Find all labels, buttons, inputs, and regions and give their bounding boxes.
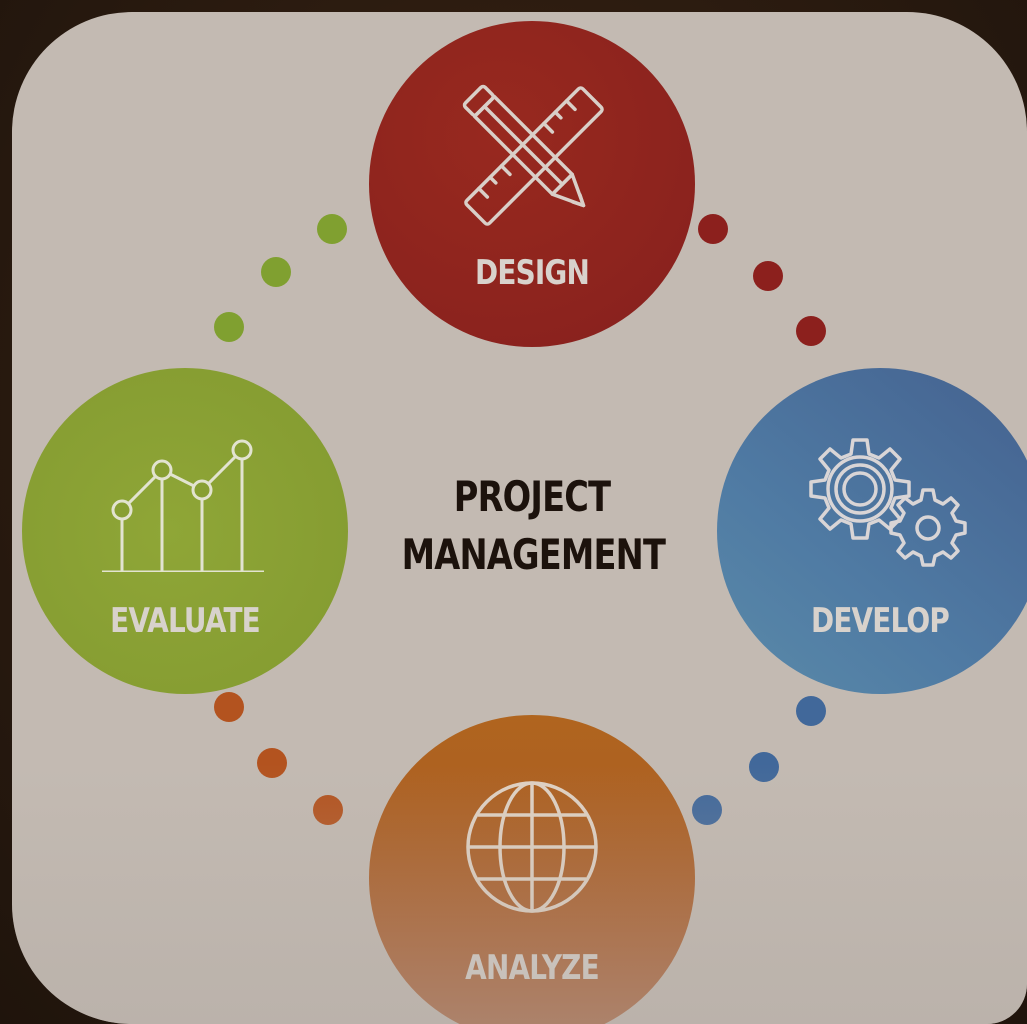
connector-dot [214, 312, 244, 342]
connector-dot [698, 214, 728, 244]
stage-evaluate-label: EVALUATE [110, 601, 261, 641]
stage-analyze-label: ANALYZE [465, 948, 599, 988]
connector-dot [753, 261, 783, 291]
stage-design: DESIGN [369, 21, 695, 347]
connector-dot [796, 316, 826, 346]
stage-evaluate: EVALUATE [22, 368, 348, 694]
connector-dot [214, 692, 244, 722]
line-chart-icon [102, 439, 264, 572]
stage-design-label: DESIGN [475, 253, 590, 293]
connector-dot [749, 752, 779, 782]
connector-dot [692, 795, 722, 825]
stage-develop-label: DEVELOP [811, 601, 950, 641]
center-title-line-2: MANAGEMENT [401, 530, 666, 579]
connector-dot [257, 748, 287, 778]
globe-icon [466, 781, 598, 913]
center-title-line-1: PROJECT [453, 472, 611, 521]
center-title: PROJECT MANAGEMENT [369, 468, 695, 584]
connector-dot [796, 696, 826, 726]
stage-analyze: ANALYZE [369, 715, 695, 1024]
diagram-card: DESIGN DEVELOP [12, 12, 1027, 1024]
connector-dot [313, 795, 343, 825]
pencil-ruler-icon [462, 84, 604, 226]
connector-dot [317, 214, 347, 244]
stage-develop: DEVELOP [717, 368, 1027, 694]
gears-icon [809, 438, 967, 567]
connector-dot [261, 257, 291, 287]
